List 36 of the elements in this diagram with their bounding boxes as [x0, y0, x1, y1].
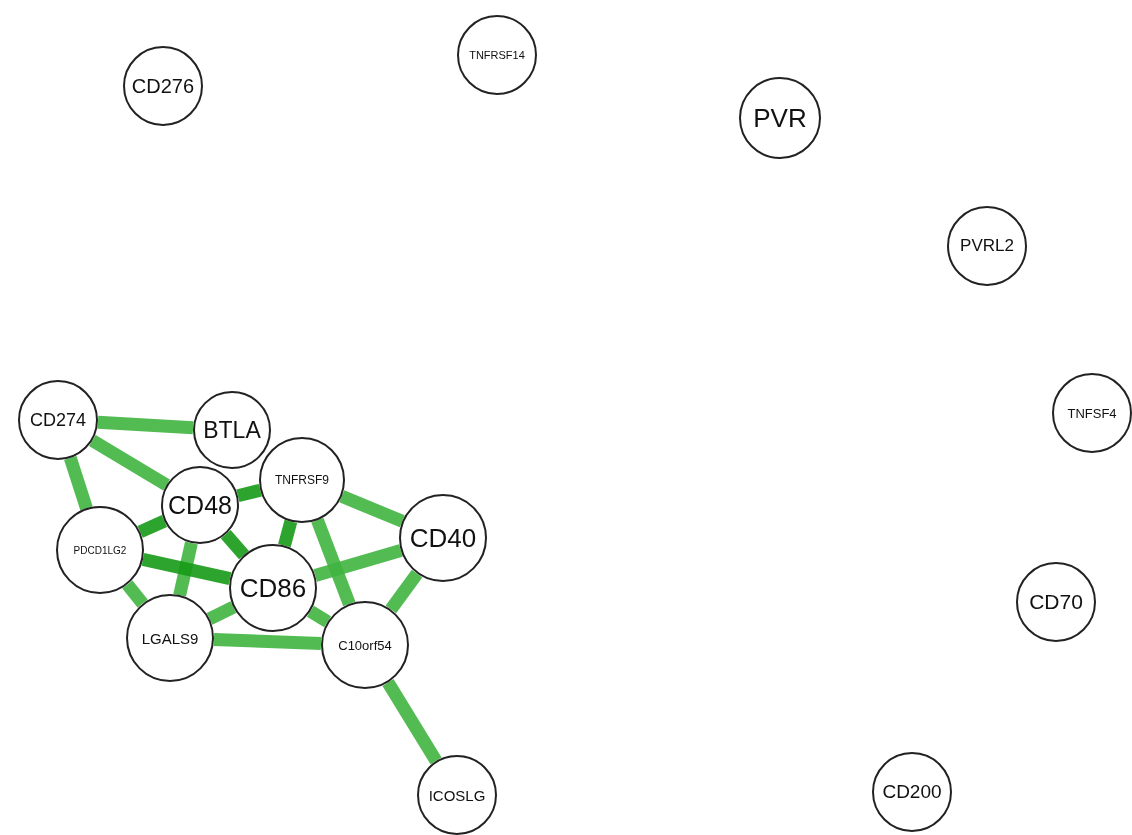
gene-label: PDCD1LG2	[73, 544, 127, 556]
network-edge	[88, 434, 170, 491]
gene-label: ICOSLG	[428, 786, 486, 804]
network-edge	[220, 530, 249, 560]
gene-node	[161, 466, 239, 544]
network-edge	[382, 679, 442, 765]
gene-label: LGALS9	[141, 629, 199, 647]
gene-label: CD276	[131, 74, 195, 98]
network-edge	[236, 483, 262, 503]
gene-label: CD86	[239, 572, 307, 604]
network-edge	[141, 553, 232, 585]
gene-label: C10orf54	[338, 637, 392, 653]
network-edge	[213, 633, 322, 650]
gene-label: CD274	[30, 409, 86, 431]
gene-label: PVRL2	[960, 236, 1014, 256]
gene-label: CD200	[882, 781, 942, 803]
gene-label: TNFRSF14	[469, 49, 525, 61]
network-edge	[173, 541, 198, 597]
network-edge	[306, 605, 332, 628]
network-edge	[385, 569, 423, 614]
network-edge	[339, 490, 405, 528]
gene-label: TNFRSF9	[275, 473, 329, 487]
gene-label: TNFSF4	[1067, 405, 1117, 421]
network-edge	[137, 515, 168, 538]
network-edge	[122, 580, 148, 608]
network-edge	[313, 544, 403, 582]
gene-label: BTLA	[203, 416, 261, 444]
gene-label: PVR	[753, 102, 807, 134]
gene-node	[321, 601, 409, 689]
network-edge	[64, 456, 93, 511]
network-edge	[278, 519, 298, 548]
network-edge	[97, 415, 194, 435]
gene-node	[229, 544, 317, 632]
gene-label: CD48	[168, 490, 232, 520]
gene-label: CD70	[1029, 590, 1083, 614]
gene-label: CD40	[409, 522, 477, 554]
